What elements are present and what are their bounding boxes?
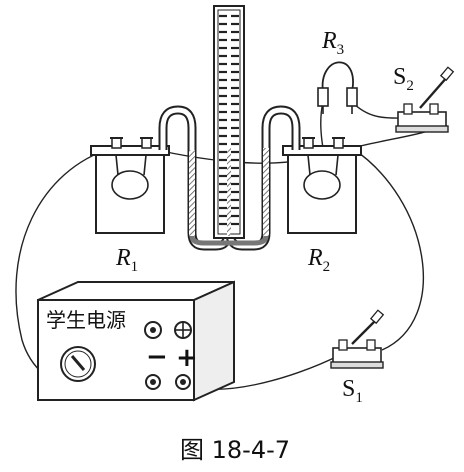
minus-sign: −	[146, 342, 168, 372]
knob-icon[interactable]	[144, 321, 162, 339]
terminal-r1-left	[110, 137, 123, 149]
plus-sign: +	[176, 343, 198, 373]
container-r1	[90, 137, 170, 234]
power-supply: 学生电源 − +	[37, 280, 235, 402]
resistor-r3	[317, 61, 358, 114]
label-s1: S1	[342, 376, 363, 406]
scale-ticks	[219, 14, 239, 226]
container-r2	[282, 137, 362, 234]
wire-s1-to-r2	[351, 147, 424, 351]
terminal-r2-right	[332, 137, 345, 149]
wire-r3-right-to-s2	[351, 101, 404, 119]
power-supply-name: 学生电源	[46, 308, 126, 332]
terminal-r1-right	[140, 137, 153, 149]
switch-s1-lever	[351, 317, 379, 345]
resistor-coil-r2	[303, 170, 341, 200]
terminal-r2-left	[302, 137, 315, 149]
u-tube-manometer	[158, 5, 301, 251]
grid-knob-icon[interactable]	[174, 321, 192, 339]
switch-s2[interactable]	[395, 66, 455, 133]
meter-dial	[60, 346, 96, 382]
resistor-coil-r1	[111, 170, 149, 200]
figure-caption: 图 18-4-7	[180, 436, 290, 464]
label-r2: R2	[307, 245, 330, 275]
terminal-minus[interactable]	[145, 374, 161, 390]
label-r1: R1	[115, 245, 138, 275]
terminal-plus[interactable]	[175, 374, 191, 390]
label-r3: R3	[321, 28, 344, 58]
switch-s1[interactable]	[330, 309, 385, 369]
switch-s2-lever	[419, 75, 449, 109]
label-s2: S2	[393, 64, 414, 94]
